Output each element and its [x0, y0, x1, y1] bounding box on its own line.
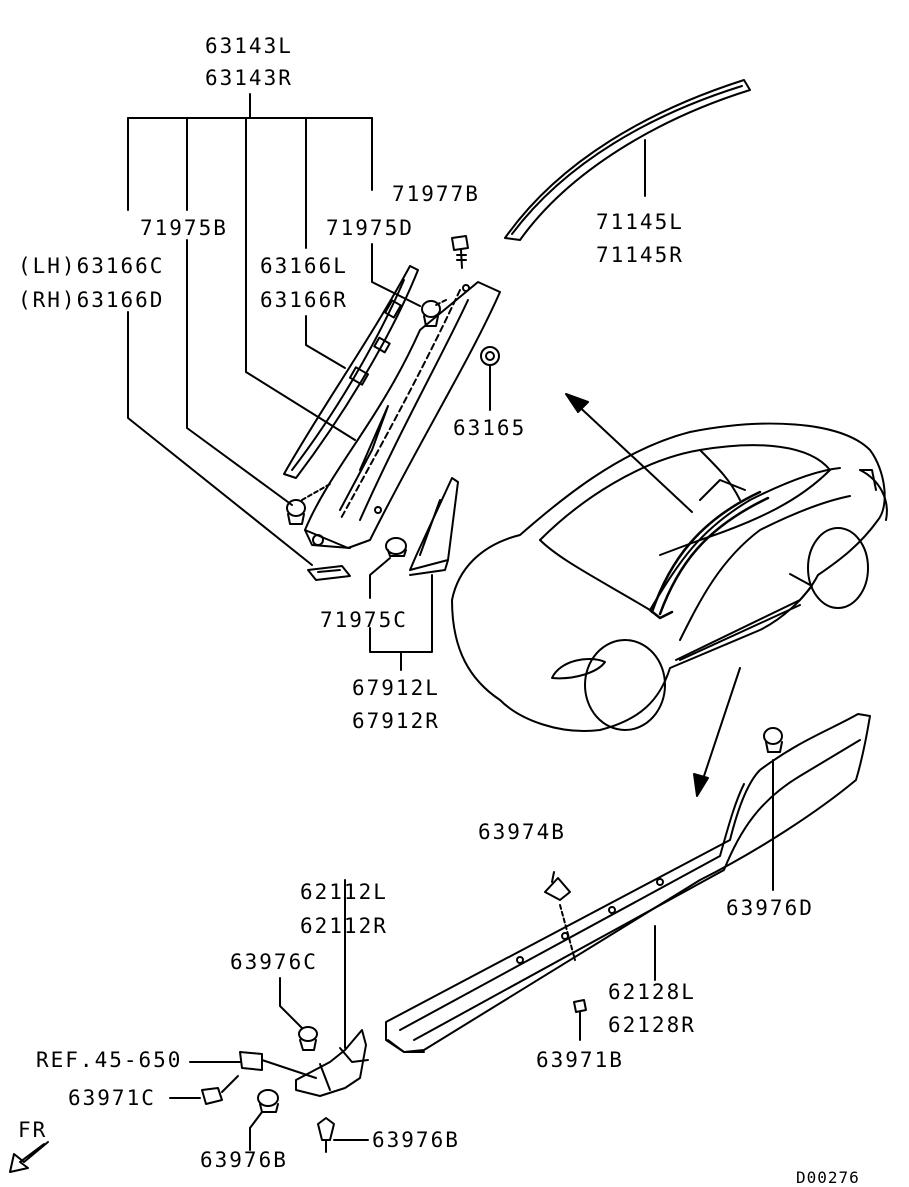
label-62112R: 62112R	[300, 914, 388, 938]
clip-71975B	[286, 483, 331, 525]
a-pillar-trim	[304, 281, 501, 549]
fr-arrow-icon	[9, 1141, 49, 1173]
label-71975C: 71975C	[320, 608, 408, 632]
label-63976B-right: 63976B	[372, 1128, 460, 1152]
label-67912R: 67912R	[352, 709, 440, 733]
label-63166C: (LH)63166C	[18, 254, 165, 278]
clip-63976B-left	[249, 1089, 279, 1151]
bolt-63971C	[169, 1075, 239, 1105]
screw-71977B	[451, 235, 469, 269]
leader-63143	[127, 93, 421, 566]
label-62128R: 62128R	[608, 1013, 696, 1037]
clip-63976C	[279, 977, 318, 1051]
clip-63974B	[544, 871, 576, 961]
label-63976D: 63976D	[726, 896, 814, 920]
roof-moulding	[504, 79, 751, 241]
direction-label: FR	[18, 1118, 48, 1142]
label-71975B: 71975B	[140, 216, 228, 240]
label-63976B-left: 63976B	[200, 1148, 288, 1172]
clip-63166C	[307, 534, 351, 581]
label-67912L: 67912L	[352, 676, 440, 700]
label-63166R: 63166R	[260, 288, 348, 312]
screw-63971B	[573, 999, 587, 1041]
label-71145R: 71145R	[596, 243, 684, 267]
arrow-lower	[693, 667, 741, 797]
label-62128L: 62128L	[608, 980, 696, 1004]
label-63143L: 63143L	[205, 34, 293, 58]
car-outline	[451, 422, 888, 732]
clip-63976B-right	[317, 1117, 369, 1153]
ref-bracket	[189, 1051, 317, 1079]
label-63166D: (RH)63166D	[18, 288, 165, 312]
label-71975D: 71975D	[326, 216, 414, 240]
label-63971B: 63971B	[536, 1048, 624, 1072]
car-highlight-parts	[648, 490, 770, 620]
pillar-strip	[283, 265, 419, 479]
label-71977B: 71977B	[392, 182, 480, 206]
label-ref-45-650: REF.45-650	[36, 1048, 183, 1072]
label-63166L: 63166L	[260, 254, 348, 278]
label-62112L: 62112L	[300, 880, 388, 904]
clip-63165	[480, 346, 500, 411]
label-63976C: 63976C	[230, 950, 318, 974]
mud-guard	[295, 879, 369, 1097]
label-63143R: 63143R	[205, 66, 293, 90]
clip-71975D	[421, 299, 447, 327]
leader-67912	[369, 574, 433, 671]
clip-71975C	[369, 537, 407, 599]
clip-63976D	[763, 727, 783, 891]
label-71145L: 71145L	[596, 210, 684, 234]
label-63165: 63165	[453, 416, 527, 440]
diagram-id: D00276	[796, 1168, 860, 1187]
label-63974B: 63974B	[478, 820, 566, 844]
label-63971C: 63971C	[68, 1086, 156, 1110]
delta-garnish	[409, 477, 459, 576]
side-sill-garnish	[385, 713, 871, 1053]
arrow-upper	[565, 393, 693, 513]
